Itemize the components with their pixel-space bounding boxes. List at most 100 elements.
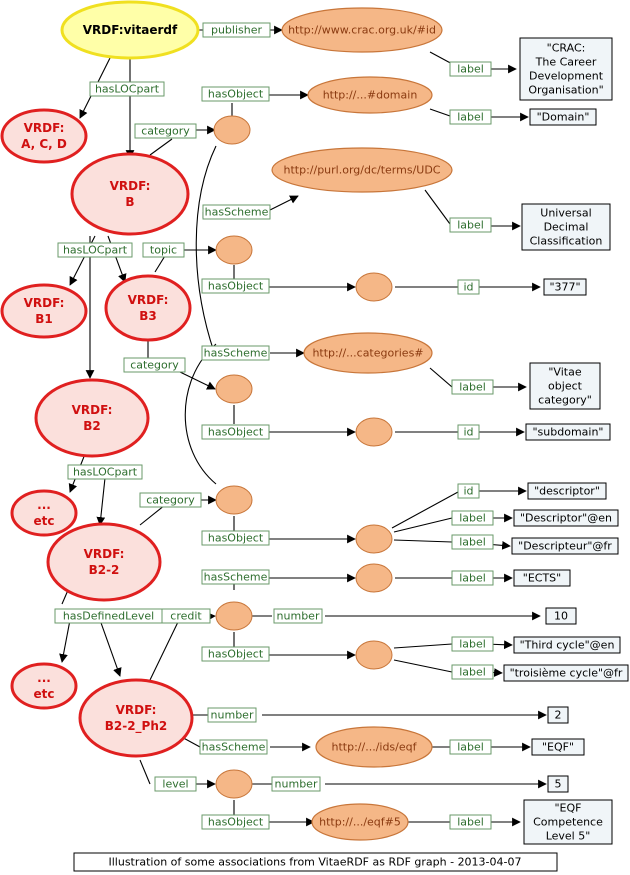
- literal-eqf_label[interactable]: "EQF": [531, 738, 585, 756]
- node-acd[interactable]: VRDF:A, C, D: [0, 108, 88, 164]
- edge-line: [99, 619, 122, 677]
- blank-node-topic-object[interactable]: [355, 272, 393, 302]
- literal-domain_label[interactable]: "Domain": [529, 108, 597, 126]
- literal-descriptor_en[interactable]: "Descriptor"@en: [513, 509, 619, 527]
- node-udc[interactable]: http://purl.org/dc/terms/UDC: [271, 147, 453, 193]
- node-text-line: B2-2_Ph2: [105, 719, 168, 734]
- node-b2[interactable]: VRDF:B2: [34, 378, 150, 458]
- edge-label-box: [273, 608, 323, 624]
- edge-label-text: hasObject: [208, 532, 264, 545]
- blank-node-credit[interactable]: [215, 601, 253, 631]
- edge-label-text: label: [459, 666, 486, 679]
- blank-node-category-b[interactable]: [213, 115, 251, 145]
- edge-label-hasObject_credit: hasObject: [201, 646, 270, 662]
- blank-node-category-b22[interactable]: [215, 485, 253, 515]
- edge-label-box: [202, 204, 271, 220]
- node-b22ph2[interactable]: VRDF:B2-2_Ph2: [78, 678, 194, 758]
- node-text-line: Organisation": [528, 84, 603, 97]
- edge-label-text: hasObject: [208, 426, 264, 439]
- node-text-line: Level 5": [546, 830, 591, 843]
- literal-id377[interactable]: "377": [543, 278, 587, 296]
- node-b[interactable]: VRDF:B: [70, 152, 190, 236]
- blank-node-credit-object[interactable]: [355, 640, 393, 670]
- edge-label-box: [142, 242, 185, 258]
- node-text-line: Competence: [533, 816, 603, 829]
- edge-label-box: [161, 608, 211, 624]
- node-text-line: B2: [83, 419, 101, 433]
- node-domain[interactable]: http://...#domain: [307, 76, 433, 114]
- blank-node-desc-object[interactable]: [355, 524, 393, 554]
- literal-two[interactable]: 2: [547, 706, 569, 724]
- edge-label-level: level: [154, 776, 197, 792]
- edge-line: [139, 504, 166, 526]
- blank-node-topic-b3[interactable]: [215, 235, 253, 265]
- edge-curve: [184, 343, 217, 485]
- node-shape: [0, 108, 88, 164]
- node-b3[interactable]: VRDF:B3: [104, 274, 192, 342]
- edge-label-hasScheme_eqf: hasScheme: [199, 739, 268, 755]
- literal-subdomain[interactable]: "subdomain": [525, 423, 611, 441]
- node-text-line: "Descriptor"@en: [520, 512, 612, 525]
- node-shape: [46, 522, 162, 602]
- blank-node-ects-scheme[interactable]: [355, 563, 393, 593]
- edge-label-box: [201, 86, 270, 102]
- literal-box: [529, 362, 601, 410]
- node-text-line: The Career: [535, 56, 597, 69]
- literal-box: [513, 569, 571, 587]
- edge-label-text: hasObject: [208, 88, 264, 101]
- edge-label-text: hasScheme: [202, 741, 266, 754]
- node-crac[interactable]: http://www.crac.org.uk/#id: [281, 7, 443, 53]
- node-text-line: "Vitae: [548, 366, 581, 379]
- edge-label-category_b22: category: [139, 492, 202, 508]
- blank-node-category-b2[interactable]: [215, 374, 253, 404]
- edge-label-box: [123, 357, 186, 373]
- literal-ten[interactable]: 10: [545, 607, 577, 625]
- node-b1[interactable]: VRDF:B1: [0, 283, 88, 339]
- literal-five[interactable]: 5: [547, 775, 569, 793]
- edge-label-id_377: id: [457, 279, 480, 295]
- literal-box: [513, 509, 619, 527]
- literal-descriptor[interactable]: "descriptor": [527, 482, 607, 500]
- literal-troisieme_fr[interactable]: "troisième cycle"@fr: [503, 664, 629, 682]
- edge-label-label_eqf: label: [449, 739, 492, 755]
- literal-descripteur_fr[interactable]: "Descripteur"@fr: [511, 537, 619, 555]
- blank-node-shape: [355, 563, 393, 593]
- node-b22[interactable]: VRDF:B2-2: [46, 522, 162, 602]
- node-shape: [70, 152, 190, 236]
- node-shape: [78, 678, 194, 758]
- literal-ects[interactable]: "ECTS": [513, 569, 571, 587]
- blank-node-shape: [355, 272, 393, 302]
- edge-label-label_domain: label: [449, 109, 492, 125]
- node-eqf[interactable]: http://.../ids/eqf: [315, 726, 433, 768]
- edge-label-box: [451, 636, 494, 652]
- literal-third_en[interactable]: "Third cycle"@en: [513, 636, 621, 654]
- edge-label-number_ph2: number: [207, 707, 257, 723]
- edge-label-box: [271, 776, 321, 792]
- edge-label-text: label: [457, 111, 484, 124]
- node-shape: [271, 147, 453, 193]
- blank-node-level[interactable]: [215, 769, 253, 799]
- edge-label-text: hasLOCpart: [73, 466, 138, 479]
- edge-label-hasObject_cat: hasObject: [201, 424, 270, 440]
- node-text-line: "Third cycle"@en: [520, 639, 615, 652]
- edge-label-box: [451, 510, 494, 526]
- edge-label-text: label: [459, 512, 486, 525]
- edge-label-box: [449, 109, 492, 125]
- node-categories[interactable]: http://...categories#: [303, 332, 433, 374]
- node-text-line: B2-2: [89, 563, 120, 577]
- blank-node-category-b2-object[interactable]: [355, 417, 393, 447]
- node-etc2[interactable]: ...etc: [10, 662, 78, 710]
- edge-label-text: number: [277, 610, 320, 623]
- node-eqf5[interactable]: http://.../eqf#5: [311, 803, 409, 841]
- edge-label-text: level: [162, 778, 188, 791]
- diagram-caption: Illustration of some associations from V…: [73, 852, 558, 872]
- node-etc1[interactable]: ...etc: [10, 489, 78, 537]
- edge-label-box: [451, 664, 494, 680]
- node-text-line: B: [125, 195, 134, 209]
- node-root[interactable]: VRDF:vitaerdf: [60, 0, 200, 60]
